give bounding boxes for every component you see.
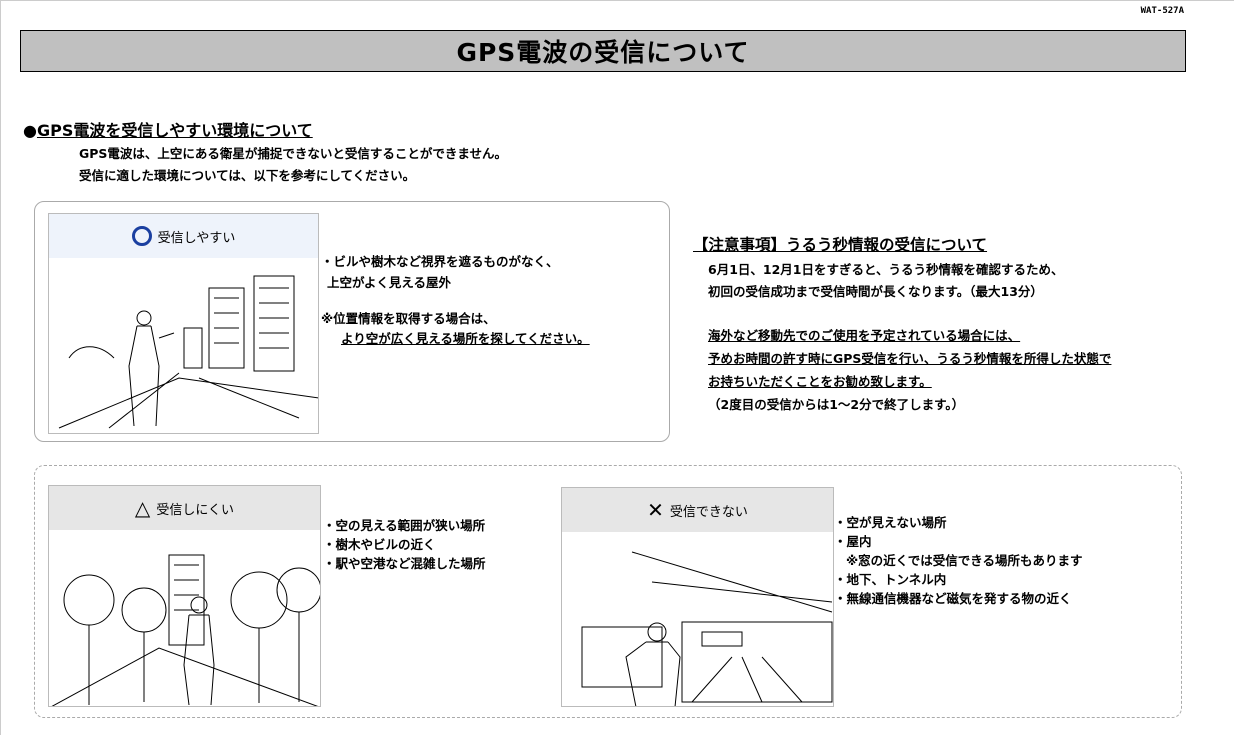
easy-note: より空が広く見える場所を探してください。 [341, 331, 590, 346]
outdoor-illustration [58, 275, 318, 429]
hard-reception-panel: △ 受信しにくい [48, 485, 321, 707]
panel-label: 受信しやすい [157, 230, 236, 246]
notice-heading: 【注意事項】うるう秒情報の受信について [693, 236, 988, 254]
hard-text: ・樹木やビルの近く [323, 537, 436, 552]
document-code: WAT-527A [1140, 6, 1184, 16]
none-text: ・地下、トンネル内 [834, 572, 947, 587]
notice-line: 初回の受信成功まで受信時間が長くなります。（最大13分） [708, 284, 1043, 299]
notice-underlined: 海外など移動先でのご使用を予定されている場合には、 [708, 328, 1021, 343]
hard-text: ・空の見える範囲が狭い場所 [323, 518, 486, 533]
none-text: ・無線通信機器など磁気を発する物の近く [834, 591, 1072, 606]
bullet-icon: ● [23, 121, 37, 140]
section-heading-text: GPS電波を受信しやすい環境について [36, 121, 313, 140]
trees-illustration [51, 554, 320, 706]
triangle-icon: △ [134, 496, 151, 520]
hard-text: ・駅や空港など混雑した場所 [323, 556, 486, 571]
easy-note: ※位置情報を取得する場合は、 [321, 311, 496, 326]
page-title: GPS電波の受信について [20, 30, 1186, 72]
notice-footer: （2度目の受信からは1～2分で終了します。） [708, 397, 965, 412]
none-note: ※窓の近くでは受信できる場所もあります [846, 553, 1083, 568]
intro-line: GPS電波は、上空にある衛星が捕捉できないと受信することができません。 [79, 146, 508, 161]
underground-illustration [581, 551, 833, 706]
easy-text: ・ビルや樹木など視界を遮るものがなく、 [321, 254, 559, 269]
notice-underlined: お持ちいただくことをお勧め致します。 [708, 374, 932, 389]
easy-text: 上空がよく見える屋外 [327, 275, 452, 290]
notice-line: 6月1日、12月1日をすぎると、うるう秒情報を確認するため、 [708, 262, 1064, 277]
panel-label: 受信しにくい [156, 502, 235, 518]
easy-reception-panel: 受信しやすい [48, 213, 319, 434]
easy-reception-box [34, 201, 670, 442]
none-text: ・空が見えない場所 [834, 515, 947, 530]
intro-line: 受信に適した環境については、以下を参考にしてください。 [79, 168, 416, 183]
poor-reception-box [34, 465, 1182, 718]
notice-underlined: 予めお時間の許す時にGPS受信を行い、うるう秒情報を所得した状態で [708, 351, 1112, 366]
none-text: ・屋内 [834, 534, 872, 549]
section-heading: ●GPS電波を受信しやすい環境について [23, 117, 313, 141]
cross-icon: ✕ [647, 498, 664, 522]
circle-icon [131, 226, 152, 246]
panel-label: 受信できない [669, 504, 748, 520]
no-reception-panel: ✕ 受信できない [561, 487, 834, 707]
